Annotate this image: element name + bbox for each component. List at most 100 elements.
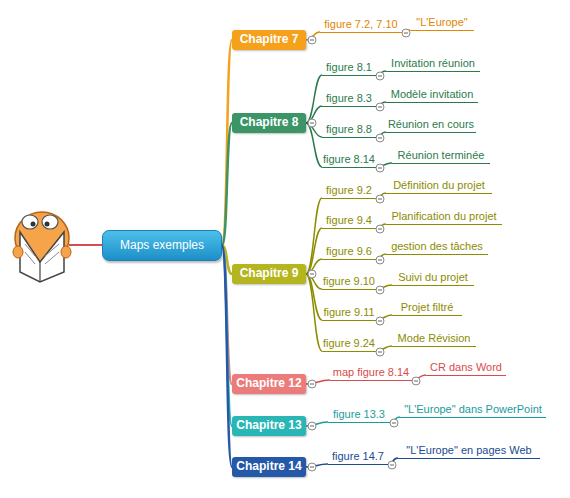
topic-text: figure 8.14 <box>323 153 375 166</box>
subtopic: figure 9.6 <box>322 244 376 260</box>
branch-connector <box>402 30 410 32</box>
collapse-button <box>376 317 384 325</box>
face <box>15 212 69 264</box>
book-lines <box>25 244 59 264</box>
collapse-button <box>412 377 420 385</box>
branch-connector <box>306 106 322 123</box>
branch-connector <box>306 123 322 167</box>
collapse-button <box>376 134 384 142</box>
subtopic: figure 9.4 <box>322 213 376 229</box>
subtopic: Invitation réunion <box>386 56 480 72</box>
branch-connector <box>388 458 398 464</box>
topic-text: figure 8.1 <box>326 61 372 74</box>
branch-connector <box>222 246 232 468</box>
subtopic: figure 8.8 <box>322 122 376 138</box>
collapse-button <box>376 164 384 172</box>
topic-text: Définition du projet <box>393 179 485 192</box>
hand <box>61 246 71 258</box>
subtopic: figure 9.2 <box>322 183 376 199</box>
subtopic: Mode Révision <box>392 331 476 347</box>
eye <box>42 215 58 229</box>
branch-connector <box>306 464 328 467</box>
reader-illustration <box>13 212 102 282</box>
collapse-button <box>376 225 384 233</box>
chapter-box: Chapitre 9 <box>232 264 306 284</box>
topic-text: figure 7.2, 7.10 <box>324 18 397 31</box>
chapter-box: Chapitre 14 <box>232 457 306 477</box>
subtopic: figure 8.1 <box>322 60 376 76</box>
chapter-box: Chapitre 8 <box>232 113 306 133</box>
branch-connector <box>376 346 392 351</box>
topic-text: Chapitre 13 <box>236 419 301 433</box>
branch-connector <box>376 102 386 106</box>
branch-connector <box>306 75 322 123</box>
collapse-button <box>308 463 316 471</box>
topic-text: figure 14.7 <box>332 450 384 463</box>
eye <box>22 215 38 229</box>
topic-text: figure 9.10 <box>323 275 375 288</box>
topic-text: Invitation réunion <box>391 57 475 70</box>
subtopic: figure 9.24 <box>322 336 376 352</box>
collapse-button <box>402 29 410 37</box>
topic-text: figure 13.3 <box>333 408 385 421</box>
subtopic: figure 13.3 <box>328 407 390 423</box>
subtopic: Suivi du projet <box>392 270 474 286</box>
collapse-button <box>376 72 384 80</box>
subtopic: figure 8.3 <box>322 91 376 107</box>
topic-text: map figure 8.14 <box>333 366 409 379</box>
hand <box>13 246 23 258</box>
subtopic: Définition du projet <box>386 178 492 194</box>
subtopic: Projet filtré <box>392 300 462 316</box>
collapse-button <box>376 103 384 111</box>
branch-connector <box>376 71 386 75</box>
branch-connector <box>376 224 386 228</box>
topic-text: Planification du projet <box>391 210 496 223</box>
central-topic: Maps exemples <box>102 230 222 261</box>
branch-connector <box>306 274 322 351</box>
topic-text: Chapitre 12 <box>236 377 301 391</box>
pupil <box>45 222 50 227</box>
topic-text: Réunion en cours <box>388 118 474 131</box>
topic-text: gestion des tâches <box>391 240 483 253</box>
branch-connector <box>306 380 330 384</box>
subtopic: CR dans Word <box>426 360 506 376</box>
branch-connector <box>306 259 322 274</box>
collapse-button <box>308 36 316 44</box>
collapse-button <box>390 419 398 427</box>
topic-text: Chapitre 14 <box>236 460 301 474</box>
subtopic: "L'Europe" dans PowerPoint <box>400 402 546 418</box>
topic-text: figure 9.24 <box>323 337 375 350</box>
branch-connector <box>412 375 426 380</box>
topic-text: Chapitre 9 <box>240 267 299 281</box>
topic-text: Modèle invitation <box>391 88 474 101</box>
branch-connector <box>222 40 232 246</box>
collapse-button <box>376 348 384 356</box>
subtopic: figure 8.14 <box>322 152 376 168</box>
collapse-button <box>308 270 316 278</box>
branch-connector <box>306 198 322 274</box>
subtopic: Réunion en cours <box>386 117 476 133</box>
branch-connector <box>306 32 320 40</box>
collapse-button <box>388 461 396 469</box>
topic-text: Chapitre 8 <box>240 116 299 130</box>
branch-connector <box>376 254 386 259</box>
topic-text: "L'Europe" en pages Web <box>406 444 531 457</box>
collapse-button <box>376 286 384 294</box>
topic-text: Réunion terminée <box>398 149 485 162</box>
subtopic: figure 9.10 <box>322 274 376 290</box>
book <box>20 232 64 282</box>
topic-text: "L'Europe" <box>416 16 468 29</box>
pupil <box>31 222 36 227</box>
topic-text: figure 8.3 <box>326 92 372 105</box>
subtopic: figure 7.2, 7.10 <box>320 17 402 33</box>
topic-text: CR dans Word <box>430 361 502 374</box>
branch-connector <box>376 285 392 289</box>
subtopic: map figure 8.14 <box>330 365 412 381</box>
subtopic: Réunion terminée <box>392 148 490 164</box>
chapter-box: Chapitre 12 <box>232 374 306 394</box>
topic-text: Projet filtré <box>401 301 454 314</box>
branch-connector <box>376 132 386 137</box>
topic-text: Maps exemples <box>120 239 204 253</box>
topic-text: figure 9.11 <box>323 306 374 319</box>
